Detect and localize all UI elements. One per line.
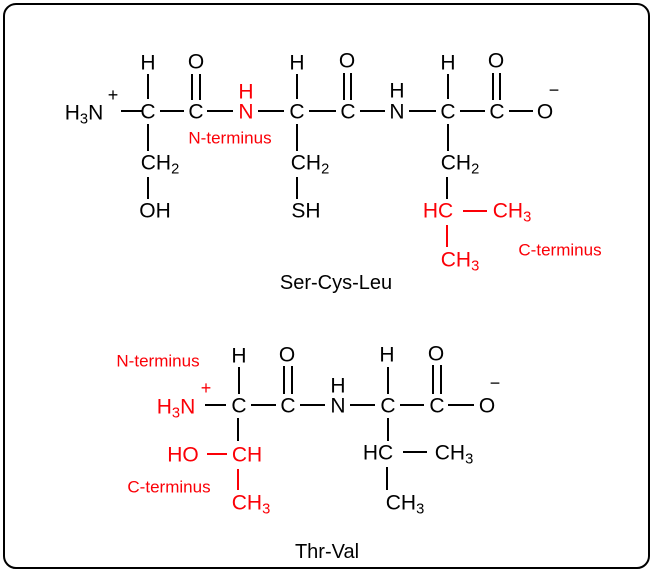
peptide-carbonyl-oxygen-2: O <box>338 49 356 73</box>
bond <box>300 404 325 406</box>
cys-alpha-carbon: C <box>289 100 305 124</box>
carboxylate-oxygen: O <box>536 100 554 124</box>
peptide-nitrogen: N <box>330 394 346 418</box>
cys-ch2: CH2 <box>290 151 330 178</box>
bond <box>147 177 149 199</box>
ser-ammonium-group: H3N <box>64 101 104 128</box>
bond <box>291 366 293 394</box>
thr-alpha-hydrogen: H <box>231 344 247 368</box>
thr-ch-highlighted: CH <box>231 443 263 467</box>
peptide-carbonyl-carbon-1: C <box>188 100 204 124</box>
val-ch3-right: CH3 <box>434 441 474 468</box>
bond <box>296 177 298 199</box>
bond <box>463 210 487 212</box>
thr-alpha-carbon: C <box>231 394 247 418</box>
bond <box>207 453 227 455</box>
c-terminus-label: C-terminus <box>518 240 602 260</box>
c-terminus-label: C-terminus <box>127 477 211 497</box>
bond <box>387 367 389 394</box>
bond <box>432 365 434 394</box>
bond <box>360 110 385 112</box>
val-hc: HC <box>362 441 394 465</box>
peptide-carbonyl-carbon-2: C <box>340 100 356 124</box>
carboxyl-double-bond-oxygen: O <box>427 342 445 366</box>
bond <box>446 225 448 247</box>
val-alpha-hydrogen: H <box>379 343 395 367</box>
bond <box>237 469 239 490</box>
bond <box>492 73 494 100</box>
bond <box>258 110 284 112</box>
bond <box>350 73 352 100</box>
bond <box>147 124 149 151</box>
thr-ammonium-group-highlighted: H3N <box>156 395 196 422</box>
cys-alpha-hydrogen: H <box>289 51 305 75</box>
leu-ch3-bottom-highlighted: CH3 <box>440 248 480 275</box>
bond <box>237 418 239 441</box>
molecule-caption-ser-cys-leu: Ser-Cys-Leu <box>279 272 393 294</box>
bond <box>447 74 449 99</box>
bond <box>386 467 388 490</box>
cys-sh: SH <box>291 199 321 223</box>
carboxyl-double-bond-oxygen: O <box>487 49 505 73</box>
ser-alpha-hydrogen: H <box>140 51 156 75</box>
carboxylate-minus-charge: − <box>489 373 501 393</box>
ammonium-plus-charge: + <box>107 85 119 105</box>
bond <box>121 110 142 112</box>
n-terminus-label: N-terminus <box>116 351 200 371</box>
bond <box>448 404 474 406</box>
bond <box>296 74 298 99</box>
leu-alpha-hydrogen: H <box>440 51 456 75</box>
bond <box>343 73 345 100</box>
bond <box>251 404 276 406</box>
ser-ch2: CH2 <box>140 151 180 178</box>
bond <box>403 451 427 453</box>
leu-ch2: CH2 <box>440 151 480 178</box>
bond <box>147 74 149 99</box>
bond <box>238 367 240 394</box>
carboxyl-carbon: C <box>429 394 445 418</box>
bond <box>191 74 193 100</box>
ammonium-plus-charge: + <box>200 378 212 398</box>
val-alpha-carbon: C <box>380 394 396 418</box>
bond <box>205 404 226 406</box>
bond <box>460 110 485 112</box>
bond <box>409 110 436 112</box>
thr-ch3-highlighted: CH3 <box>231 491 271 518</box>
bond <box>509 110 533 112</box>
bond <box>387 418 389 441</box>
bond <box>207 110 233 112</box>
bond <box>440 365 442 394</box>
bond <box>160 110 184 112</box>
bond <box>400 404 424 406</box>
bond <box>499 73 501 100</box>
peptide-nitrogen-highlighted: N <box>238 100 254 124</box>
carboxylate-oxygen: O <box>478 394 496 418</box>
bond <box>296 124 298 151</box>
bond <box>283 366 285 394</box>
peptide-carbonyl-carbon: C <box>280 394 296 418</box>
peptide-nh-hydrogen-highlighted: H <box>238 80 254 104</box>
bond <box>199 74 201 100</box>
val-ch3-bottom: CH3 <box>385 491 425 518</box>
n-terminus-label: N-terminus <box>188 128 272 148</box>
peptide-nh-hydrogen: H <box>330 374 346 398</box>
leu-hc-highlighted: HC <box>422 199 454 223</box>
carboxyl-carbon: C <box>489 100 505 124</box>
bond <box>350 404 375 406</box>
leu-alpha-carbon: C <box>440 100 456 124</box>
ser-oh: OH <box>139 199 171 223</box>
bond <box>446 177 448 199</box>
peptide-carbonyl-oxygen: O <box>278 343 296 367</box>
thr-ho-highlighted: HO <box>167 443 199 467</box>
peptide-carbonyl-oxygen-1: O <box>187 50 205 74</box>
peptide-nitrogen-2: N <box>389 100 405 124</box>
leu-ch3-right-highlighted: CH3 <box>492 199 532 226</box>
bond <box>309 110 336 112</box>
molecule-caption-thr-val: Thr-Val <box>294 541 360 563</box>
ser-alpha-carbon: C <box>140 100 156 124</box>
bond <box>447 124 449 151</box>
carboxylate-minus-charge: − <box>548 80 560 100</box>
peptide-nh-hydrogen-2: H <box>389 79 405 103</box>
